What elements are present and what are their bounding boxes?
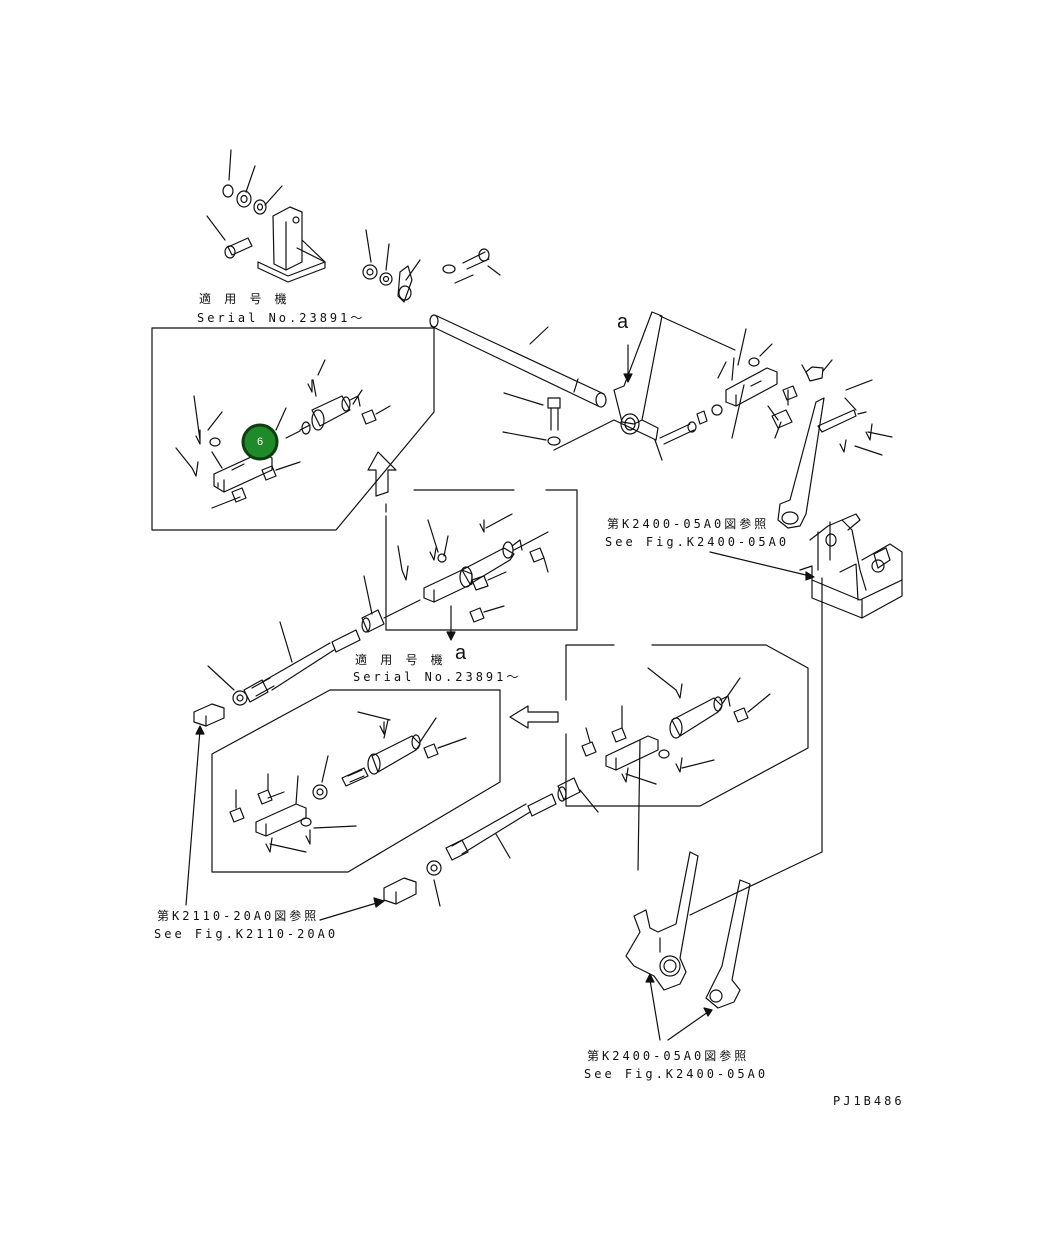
ref-k2110-arrowhead xyxy=(373,897,385,908)
ref-top-line1: 第K2400-05A0図参照 xyxy=(607,517,770,531)
view-letter-mid: a xyxy=(455,642,467,664)
serial-note-1-line2: Serial No.23891～ xyxy=(197,311,366,325)
center-rod xyxy=(193,575,421,727)
inset-lower-left xyxy=(211,689,501,873)
top-bracket-group xyxy=(206,149,326,283)
right-bracket xyxy=(799,513,903,619)
inset-upper-left xyxy=(151,327,435,531)
connector-left-vertical xyxy=(185,729,201,906)
inset-center xyxy=(385,489,578,641)
ref-top-leader xyxy=(709,551,811,577)
serial-note-2-line1: 適 用 号 機 xyxy=(355,653,446,667)
serial-note-2-line2: Serial No.23891～ xyxy=(353,670,522,684)
shaft-bolt xyxy=(502,392,657,451)
ref-k2110-line1: 第K2110-20A0図参照 xyxy=(157,909,320,923)
top-hardware xyxy=(362,229,501,303)
ref-k2110-line2: See Fig.K2110-20A0 xyxy=(154,927,339,941)
inset-lower-right xyxy=(565,644,809,871)
connector-right-diagonal xyxy=(689,851,823,916)
drawing-code: PJ1B486 xyxy=(833,1094,905,1108)
ref-top-line2: See Fig.K2400-05A0 xyxy=(605,535,790,549)
right-lever xyxy=(777,379,893,529)
cross-shaft xyxy=(429,314,607,408)
ref-k2110-leader xyxy=(319,901,381,921)
ref-top-arrowhead xyxy=(805,571,815,581)
upper-right-linkage xyxy=(659,328,833,445)
ref-bottom-line2: See Fig.K2400-05A0 xyxy=(584,1067,769,1081)
view-letter-top: a xyxy=(617,311,629,333)
inset-up-arrow xyxy=(367,451,397,497)
connector-left-arrowhead xyxy=(195,725,205,735)
ref-bottom-line1: 第K2400-05A0図参照 xyxy=(587,1049,750,1063)
serial-note-1-line1: 適 用 号 機 xyxy=(199,292,290,306)
inset-left-arrow xyxy=(509,705,559,729)
hotspot-label: 6 xyxy=(256,436,264,448)
lower-rod xyxy=(383,777,599,907)
part-hotspot-6[interactable]: 6 xyxy=(242,424,278,460)
upper-lever xyxy=(613,311,736,461)
hotspot-marker-ring xyxy=(241,423,279,461)
bottom-levers xyxy=(625,851,751,1041)
